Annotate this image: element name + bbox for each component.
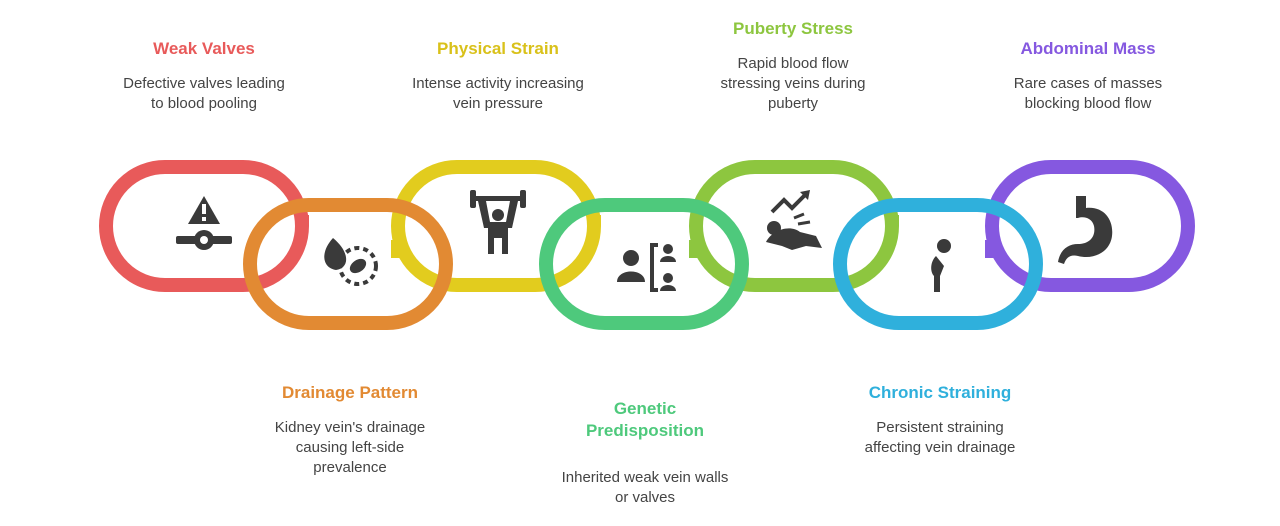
label-physical-strain: Physical Strain Intense activity increas… (388, 38, 608, 114)
desc-chronic-straining: Persistent straining affecting vein drai… (864, 419, 1016, 456)
growth-stress-icon (766, 190, 822, 250)
weightlifter-icon (470, 190, 526, 254)
stomach-icon (1058, 196, 1113, 264)
link-genetic-predisposition (539, 198, 749, 330)
kidney-drainage-icon (324, 238, 378, 286)
desc-physical-strain: Intense activity increasing vein pressur… (412, 75, 584, 112)
title-physical-strain: Physical Strain (437, 39, 559, 58)
link-chronic-straining (833, 198, 1043, 330)
link-abdominal-mass (985, 160, 1195, 292)
desc-genetic-predisposition: Inherited weak vein walls or valves (561, 469, 729, 506)
title-chronic-straining: Chronic Straining (868, 383, 1012, 402)
desc-abdominal-mass: Rare cases of masses blocking blood flow (1013, 75, 1163, 112)
title-genetic-predisposition: Genetic Predisposition (585, 399, 705, 440)
title-drainage-pattern: Drainage Pattern (281, 383, 419, 402)
label-puberty-stress: Puberty Stress Rapid blood flow stressin… (683, 18, 903, 114)
chain-diagram (99, 160, 1195, 330)
family-inheritance-icon (617, 243, 676, 292)
label-abdominal-mass: Abdominal Mass Rare cases of masses bloc… (978, 38, 1198, 114)
title-puberty-stress: Puberty Stress (733, 19, 853, 38)
desc-weak-valves: Defective valves leading to blood poolin… (123, 75, 285, 112)
label-chronic-straining: Chronic Straining Persistent straining a… (830, 382, 1050, 458)
label-genetic-predisposition: Genetic Predisposition Inherited weak ve… (535, 380, 755, 526)
label-weak-valves: Weak Valves Defective valves leading to … (94, 38, 314, 114)
label-drainage-pattern: Drainage Pattern Kidney vein's drainage … (240, 382, 460, 478)
title-weak-valves: Weak Valves (153, 39, 255, 58)
title-abdominal-mass: Abdominal Mass (1020, 39, 1156, 58)
desc-puberty-stress: Rapid blood flow stressing veins during … (720, 55, 866, 112)
link-drainage-pattern (243, 198, 453, 330)
warning-valve-icon (176, 196, 232, 250)
straining-person-icon (931, 239, 951, 292)
desc-drainage-pattern: Kidney vein's drainage causing left-side… (274, 419, 426, 476)
